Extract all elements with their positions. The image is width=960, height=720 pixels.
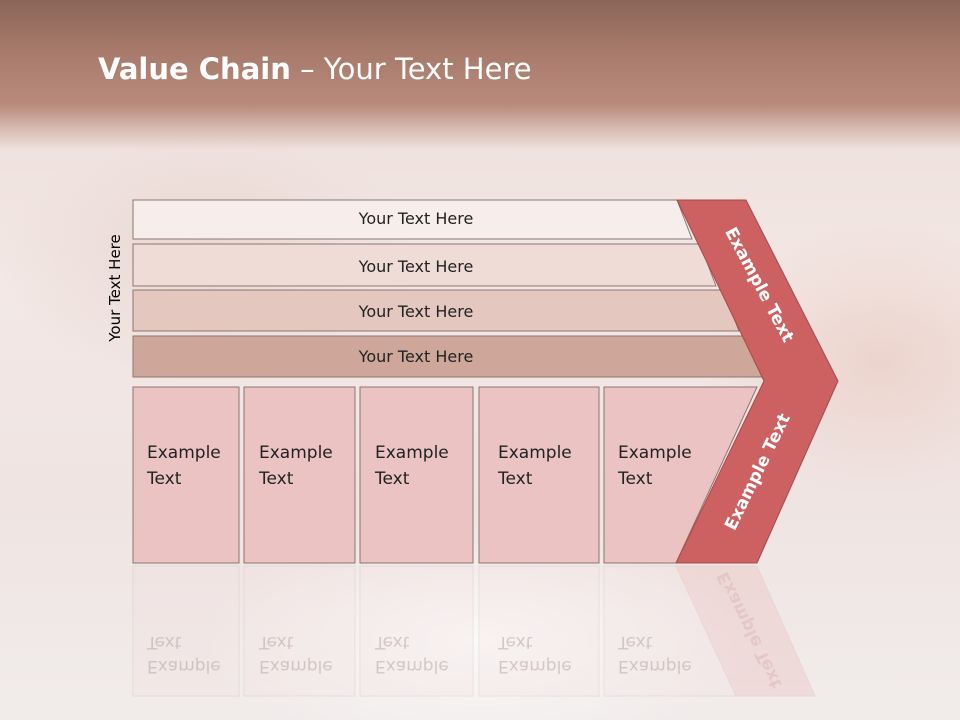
reflection-shapes (132, 565, 816, 697)
bar-2-label: Your Text Here (358, 257, 474, 276)
column-1-line2: Text (147, 469, 182, 489)
bar-3[interactable] (132, 289, 740, 332)
reflection-column-2 (243, 565, 356, 697)
title-band (0, 0, 960, 150)
column-1[interactable] (132, 386, 240, 564)
reflection-column-3 (359, 565, 474, 697)
reflection-chevron (675, 565, 816, 697)
bar-4-label: Your Text Here (358, 347, 474, 366)
column-2[interactable] (243, 386, 356, 564)
column-3-line1: Example (375, 443, 449, 463)
column-3[interactable] (359, 386, 474, 564)
column-4-line1: Example (498, 443, 572, 463)
column-5-line2: Text (618, 469, 653, 489)
title-bold: Value Chain (98, 52, 291, 86)
title-rest: – Your Text Here (290, 52, 532, 86)
bar-1[interactable] (132, 199, 693, 240)
column-5-line1: Example (618, 443, 692, 463)
column-4[interactable] (478, 386, 600, 564)
column-4-line2: Text (498, 469, 533, 489)
reflection-column-4 (478, 565, 600, 697)
bar-1-label: Your Text Here (358, 209, 474, 228)
chevron-arrow[interactable] (675, 199, 839, 564)
reflection-column-5 (603, 565, 737, 697)
column-2-line2: Text (259, 469, 294, 489)
reflection-column-1 (132, 565, 240, 697)
bar-2[interactable] (132, 243, 717, 287)
bar-3-label: Your Text Here (358, 302, 474, 321)
slide-title: Value Chain – Your Text Here (98, 52, 532, 86)
column-3-line2: Text (375, 469, 410, 489)
column-1-line1: Example (147, 443, 221, 463)
column-2-line1: Example (259, 443, 333, 463)
